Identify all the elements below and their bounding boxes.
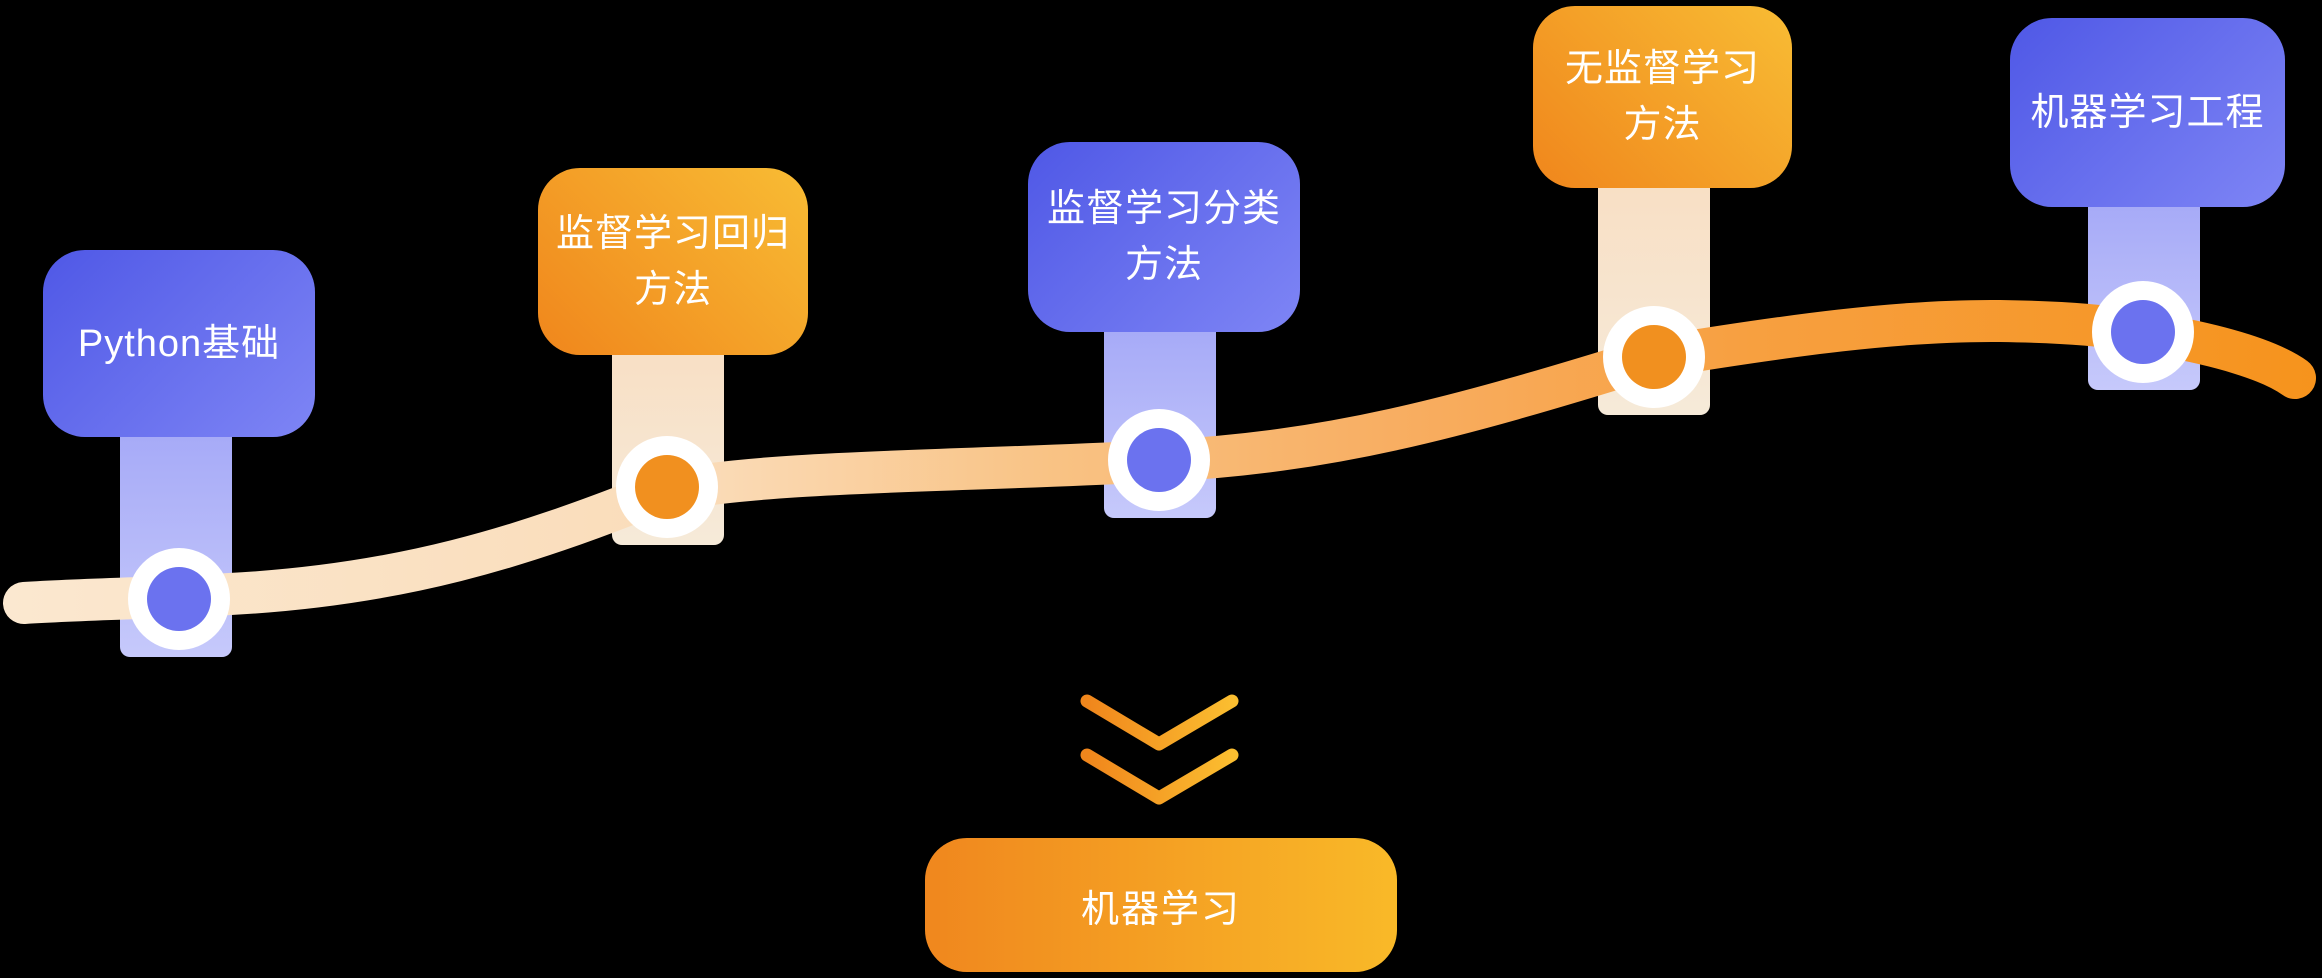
milestone-label: 无监督学习 方法	[1564, 48, 1760, 146]
milestone-label: 监督学习分类 方法	[1046, 188, 1281, 286]
milestone-node	[616, 436, 718, 538]
milestone-node	[128, 548, 230, 650]
double-chevron-down-icon	[1080, 694, 1239, 805]
milestone-card-ml-engineering: 机器学习工程	[2010, 18, 2285, 207]
node-dot	[1127, 428, 1191, 492]
milestone-card-python-basics: Python基础	[43, 250, 315, 437]
summary-card-machine-learning: 机器学习	[925, 838, 1397, 972]
milestone-card-supervised-regression: 监督学习回归 方法	[538, 168, 808, 355]
milestone-node	[1108, 409, 1210, 511]
node-dot	[635, 455, 699, 519]
summary-label: 机器学习	[1080, 888, 1241, 931]
milestone-card-unsupervised: 无监督学习 方法	[1533, 6, 1792, 188]
node-dot	[2111, 300, 2175, 364]
milestone-label: 机器学习工程	[2030, 91, 2265, 134]
node-dot	[1622, 325, 1686, 389]
milestone-node	[2092, 281, 2194, 383]
milestone-label: Python基础	[77, 322, 281, 365]
milestone-card-supervised-classification: 监督学习分类 方法	[1028, 142, 1300, 332]
milestone-label: 监督学习回归 方法	[555, 212, 790, 311]
milestone-node	[1603, 306, 1705, 408]
node-dot	[147, 567, 211, 631]
